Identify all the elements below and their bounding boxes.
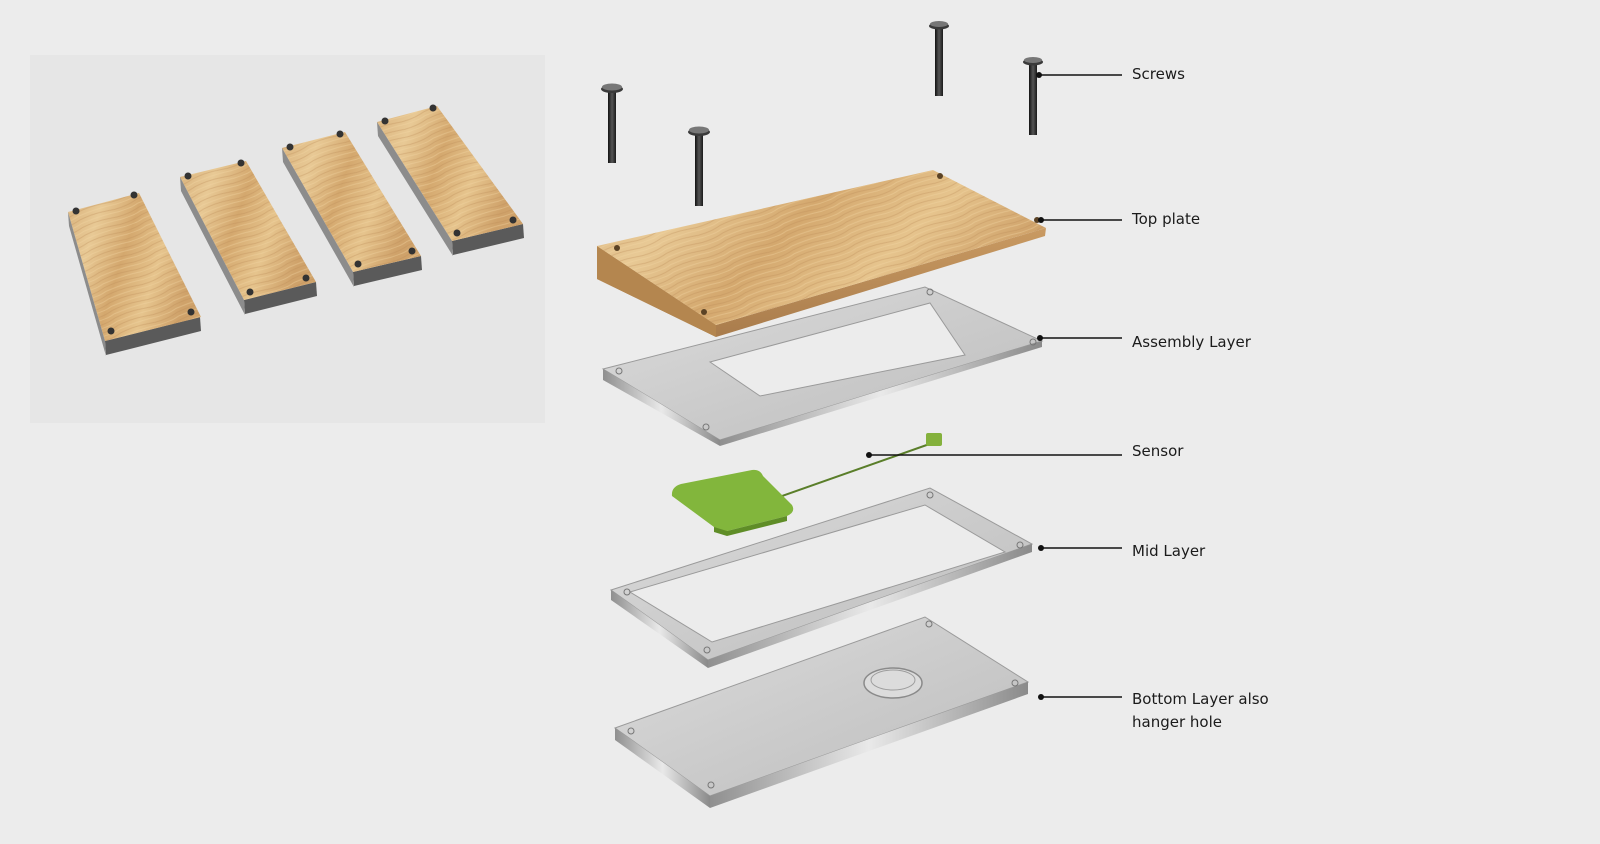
label-bottom-layer: Bottom Layer also hanger hole [1132,688,1269,734]
leader-lines [866,72,1122,700]
leader-line-sensor [866,452,1122,458]
top-plate [597,170,1046,337]
assembled-unit-3 [282,130,422,287]
mid-layer [609,487,1034,668]
label-bottom-layer-line1: Bottom Layer also [1132,690,1269,708]
leader-line-top-plate [1038,217,1122,223]
label-mid-layer: Mid Layer [1132,542,1206,560]
leader-line-mid-layer [1038,545,1122,551]
assembled-unit-2 [180,159,317,315]
bottom-layer [613,616,1030,808]
screws [601,21,1043,206]
label-assembly-layer: Assembly Layer [1132,333,1251,351]
label-sensor: Sensor [1132,442,1184,460]
label-top-plate: Top plate [1132,210,1201,228]
leader-line-assembly-layer [1037,335,1122,341]
screw-3 [929,21,949,96]
assembled-units-inset [30,55,545,423]
label-bottom-layer-line2: hanger hole [1132,713,1222,731]
screw-1 [601,83,623,163]
screw-4 [1023,57,1043,135]
sensor [671,433,942,536]
screw-2 [688,126,710,206]
assembled-unit-4 [377,104,524,256]
leader-line-bottom-layer [1038,694,1122,700]
assembly-layer [601,286,1044,446]
leader-line-screws [1036,72,1122,78]
assembled-unit-1 [68,191,201,356]
hanger-hole [863,667,923,699]
label-screws: Screws [1132,65,1185,83]
